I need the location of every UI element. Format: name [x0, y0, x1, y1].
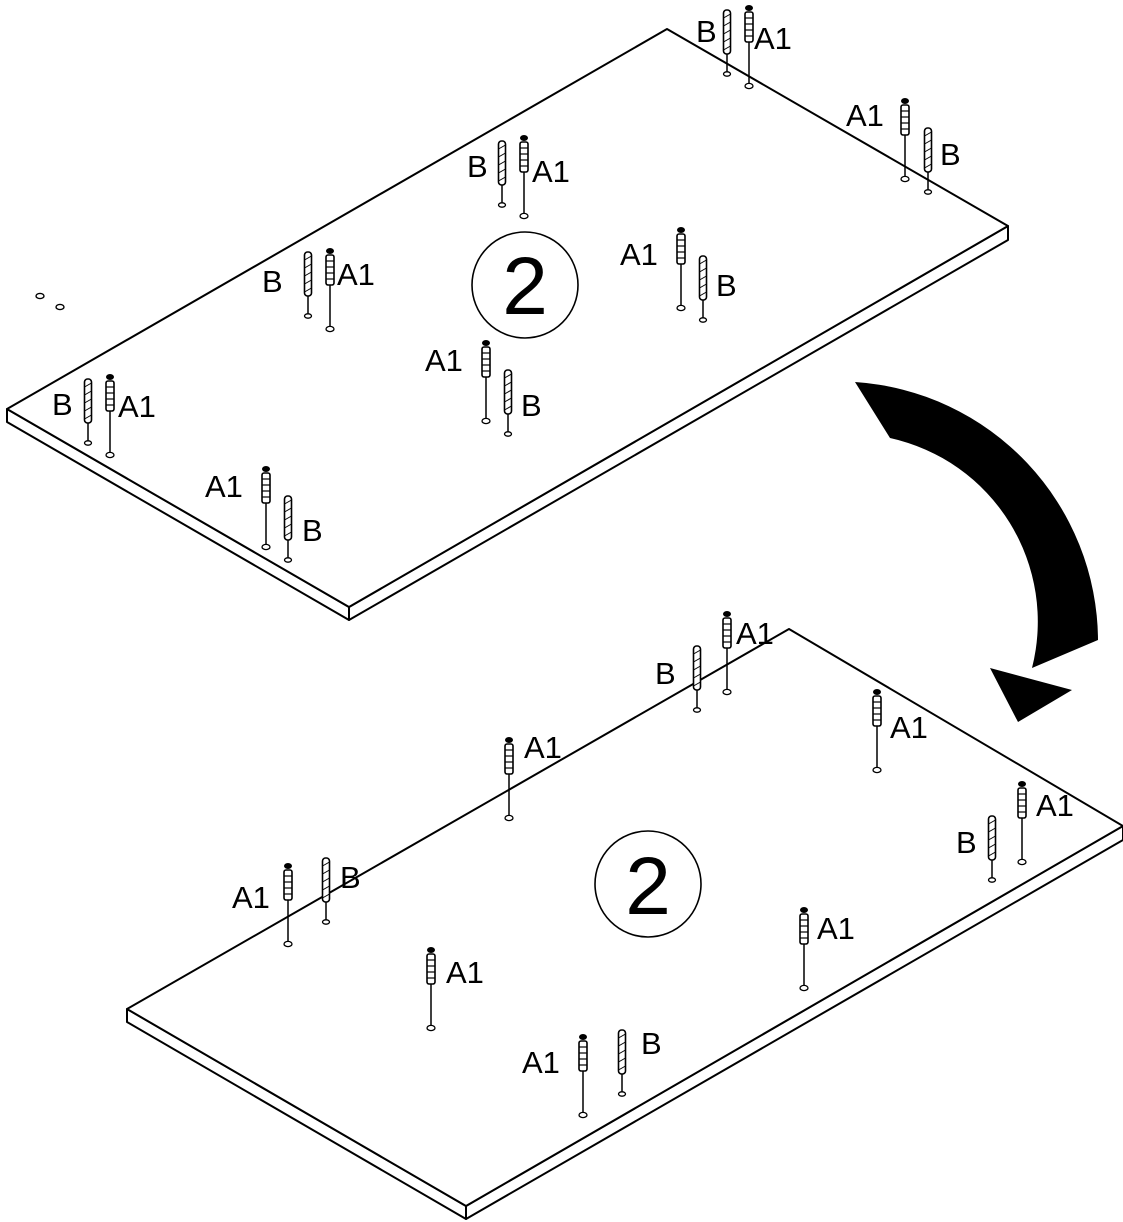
dowel-label: B [521, 388, 542, 423]
bottom-hardware-group-3: A1 [504, 730, 562, 822]
bottom-hardware-group-5: A1 B [232, 857, 361, 948]
bottom-hardware-group-1: B A1 [655, 610, 774, 714]
dowel-label: B [467, 149, 488, 184]
dowel-label: B [340, 860, 361, 895]
dowel-label: B [716, 268, 737, 303]
dowel-label: B [940, 137, 961, 172]
cam-bolt-label: A1 [522, 1045, 560, 1080]
cam-bolt-label: A1 [736, 616, 774, 651]
cam-bolt-label: A1 [446, 955, 484, 990]
bottom-panel-number: 2 [625, 841, 671, 932]
dowel-label: B [641, 1026, 662, 1061]
cam-bolt-label: A1 [532, 154, 570, 189]
top-hardware-group-5: B A1 [262, 247, 375, 333]
cam-bolt-label: A1 [118, 389, 156, 424]
top-hardware-group-4: A1 B [620, 226, 737, 324]
top-hardware-group-1: B A1 [696, 4, 792, 90]
cam-bolt-label: A1 [425, 343, 463, 378]
bottom-hardware-group-2: A1 [872, 688, 928, 774]
cam-bolt-label: A1 [524, 730, 562, 765]
top-hardware-group-2: A1 B [846, 97, 961, 195]
top-hardware-group-6: A1 B [425, 339, 542, 438]
loose-hardware-dots [35, 292, 65, 311]
cam-bolt-label: A1 [1036, 788, 1074, 823]
cam-bolt-label: A1 [620, 237, 658, 272]
top-panel-number: 2 [502, 241, 548, 332]
bottom-panel-number-badge: 2 [594, 830, 702, 938]
cam-bolt-label: A1 [846, 98, 884, 133]
top-panel-number-badge: 2 [471, 231, 579, 339]
bottom-hardware-group-7: A1 [426, 946, 484, 1032]
cam-bolt-label: A1 [337, 257, 375, 292]
cam-bolt-label: A1 [754, 21, 792, 56]
bottom-hardware-group-4: A1 B [956, 780, 1074, 884]
top-hardware-group-8: A1 B [205, 465, 323, 564]
dowel-label: B [52, 387, 73, 422]
top-hardware-group-7: B A1 [52, 373, 156, 459]
dowel-label: B [262, 264, 283, 299]
dowel-label: B [696, 14, 717, 49]
cam-bolt-label: A1 [817, 911, 855, 946]
bottom-hardware-group-6: A1 [799, 906, 855, 992]
flip-arrow-icon [855, 382, 1098, 722]
dowel-label: B [655, 656, 676, 691]
dowel-label: B [302, 513, 323, 548]
bottom-hardware-group-8: A1 B [522, 1026, 662, 1119]
cam-bolt-label: A1 [890, 710, 928, 745]
top-hardware-group-3: B A1 [467, 134, 570, 220]
cam-bolt-label: A1 [232, 880, 270, 915]
cam-bolt-label: A1 [205, 469, 243, 504]
dowel-label: B [956, 825, 977, 860]
